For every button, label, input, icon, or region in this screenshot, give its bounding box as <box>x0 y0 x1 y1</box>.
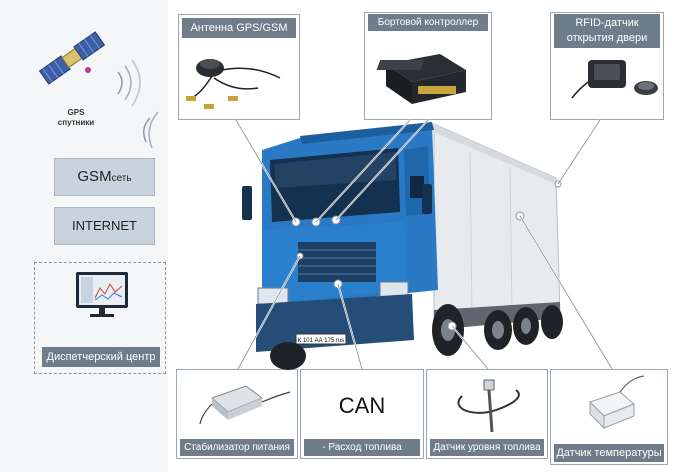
internet-label: INTERNET <box>72 218 137 233</box>
gps-label-line1: GPS <box>67 108 85 117</box>
can-title: CAN <box>338 393 386 418</box>
trailer-body <box>433 123 561 330</box>
temperature-label: Датчик температуры <box>556 447 662 459</box>
fuel-flow-label: - Расход топлива <box>322 442 402 453</box>
stabilizer-caption: Стабилизатор питания <box>180 439 294 456</box>
gps-satellites-label: GPS спутники <box>46 108 106 128</box>
controller-device-icon <box>376 54 466 104</box>
dispatch-center-box <box>34 262 166 374</box>
antenna-label: Антенна GPS/GSM <box>190 22 288 34</box>
internet-box: INTERNET <box>54 207 155 245</box>
fuel-level-caption: Датчик уровня топлива <box>430 439 544 456</box>
rfid-label-line2: открытия двери <box>566 32 648 44</box>
gps-label-line2: спутники <box>57 118 95 127</box>
fuel-level-label: Датчик уровня топлива <box>433 442 541 453</box>
gsm-label: GSM <box>77 168 112 185</box>
truck-cab <box>242 122 438 352</box>
antenna-caption: Антенна GPS/GSM <box>182 18 296 38</box>
dispatch-center-caption: Диспетчерский центр <box>42 347 160 367</box>
fuel-flow-caption: - Расход топлива <box>304 439 420 456</box>
antenna-device-icon <box>186 59 281 109</box>
gsm-sub-label: сеть <box>111 173 132 184</box>
temperature-sensor-icon <box>589 375 645 430</box>
controller-caption: Бортовой контроллер <box>368 14 488 31</box>
stabilizer-label: Стабилизатор питания <box>184 442 290 453</box>
temperature-caption: Датчик температуры <box>554 444 664 462</box>
trailer-wheels <box>484 305 563 350</box>
controller-label: Бортовой контроллер <box>377 17 479 28</box>
rfid-device-icon <box>571 60 658 99</box>
gsm-network-box: GSMсеть <box>54 158 155 196</box>
stabilizer-device-icon <box>199 385 291 425</box>
connector-lines-outline <box>235 119 613 370</box>
fuel-level-sensor-icon <box>457 379 520 433</box>
rfid-label-line1: RFID-датчик <box>575 17 639 29</box>
rfid-caption: RFID-датчик открытия двери <box>554 14 660 48</box>
dispatch-center-label: Диспетчерский центр <box>46 351 156 363</box>
license-plate: К 101 АА 175 rus <box>298 338 345 344</box>
